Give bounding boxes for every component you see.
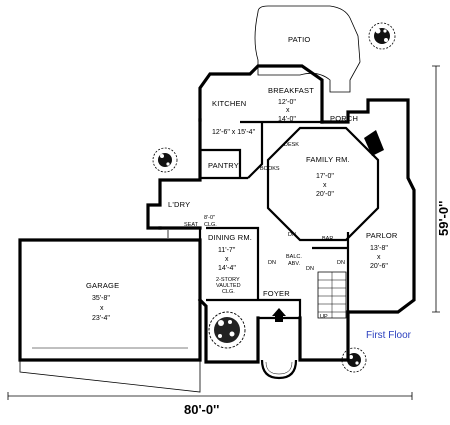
balcony-label-1: BALC.: [286, 254, 302, 260]
parlor-label: PARLOR: [366, 231, 398, 240]
dn-label-3: DN: [337, 260, 345, 266]
dining-label: DINING RM.: [208, 233, 252, 242]
seat-label: SEAT: [184, 222, 199, 228]
family-x: x: [323, 182, 327, 189]
up-label: UP: [320, 314, 328, 320]
pantry-label: PANTRY: [208, 161, 239, 170]
parlor-dim1: 13'-8": [370, 245, 388, 252]
dining-note1: 2-STORY: [216, 277, 240, 283]
dining-dim2: 14'-4": [218, 265, 236, 272]
parlor-dim2: 20'-6": [370, 263, 388, 270]
patio: PATIO: [254, 5, 361, 93]
floor-label: First Floor: [366, 330, 412, 341]
porch-label: PORCH: [330, 114, 358, 123]
balcony-label-2: ABV.: [288, 261, 301, 267]
dn-label-2: DN: [268, 260, 276, 266]
dining-x: x: [225, 256, 229, 263]
parlor-x: x: [377, 254, 381, 261]
labels: BREAKFAST 12'-0" x 14'-0" KITCHEN 12'-6"…: [86, 86, 450, 417]
patio-label: PATIO: [288, 35, 310, 44]
dn-label-4: DN: [306, 266, 314, 272]
tree-top-right: [368, 22, 396, 50]
dining-note2: VAULTED: [216, 283, 241, 289]
desk-label: DESK: [284, 142, 299, 148]
foyer-label: FOYER: [263, 289, 290, 298]
driveway-edge: [19, 360, 201, 393]
shrub-front-right: [341, 347, 367, 373]
width-dimension: 80'-0'': [184, 402, 219, 417]
exterior-walls: [18, 64, 416, 364]
family-label: FAMILY RM.: [306, 155, 350, 164]
kitchen-dims: 12'-6" x 15'-4": [212, 129, 256, 136]
breakfast-dim2: 14'-0": [278, 116, 296, 123]
garage-label: GARAGE: [86, 281, 119, 290]
depth-dimension: 59'-0'': [436, 201, 450, 236]
dim-lines: [7, 65, 440, 400]
dining-dim1: 11'-7": [218, 247, 236, 254]
front-entry: [260, 308, 298, 380]
bar-label: BAR: [322, 236, 333, 242]
staircase: [317, 271, 347, 319]
dining-note3: CLG.: [222, 289, 235, 295]
breakfast-x: x: [286, 107, 290, 114]
books-label: BOOKS: [260, 166, 280, 172]
shrub-front-left: [208, 311, 246, 349]
interior-walls: [198, 120, 380, 320]
garage-dim1: 35'-8": [92, 295, 110, 302]
garage-x: x: [100, 305, 104, 312]
family-dim2: 20'-0": [316, 191, 334, 198]
fireplace: [364, 130, 384, 156]
breakfast-label: BREAKFAST: [268, 86, 314, 95]
laundry-label: L'DRY: [168, 200, 190, 209]
closet-sub: CLG.: [204, 222, 217, 228]
kitchen-label: KITCHEN: [212, 99, 246, 108]
dn-label-1: DN: [288, 232, 296, 238]
closet-dim: 8'-0": [204, 215, 215, 221]
family-dim1: 17'-0": [316, 173, 334, 180]
tree-left: [152, 147, 178, 173]
breakfast-dim1: 12'-0": [278, 99, 296, 106]
garage-dim2: 23'-4": [92, 315, 110, 322]
